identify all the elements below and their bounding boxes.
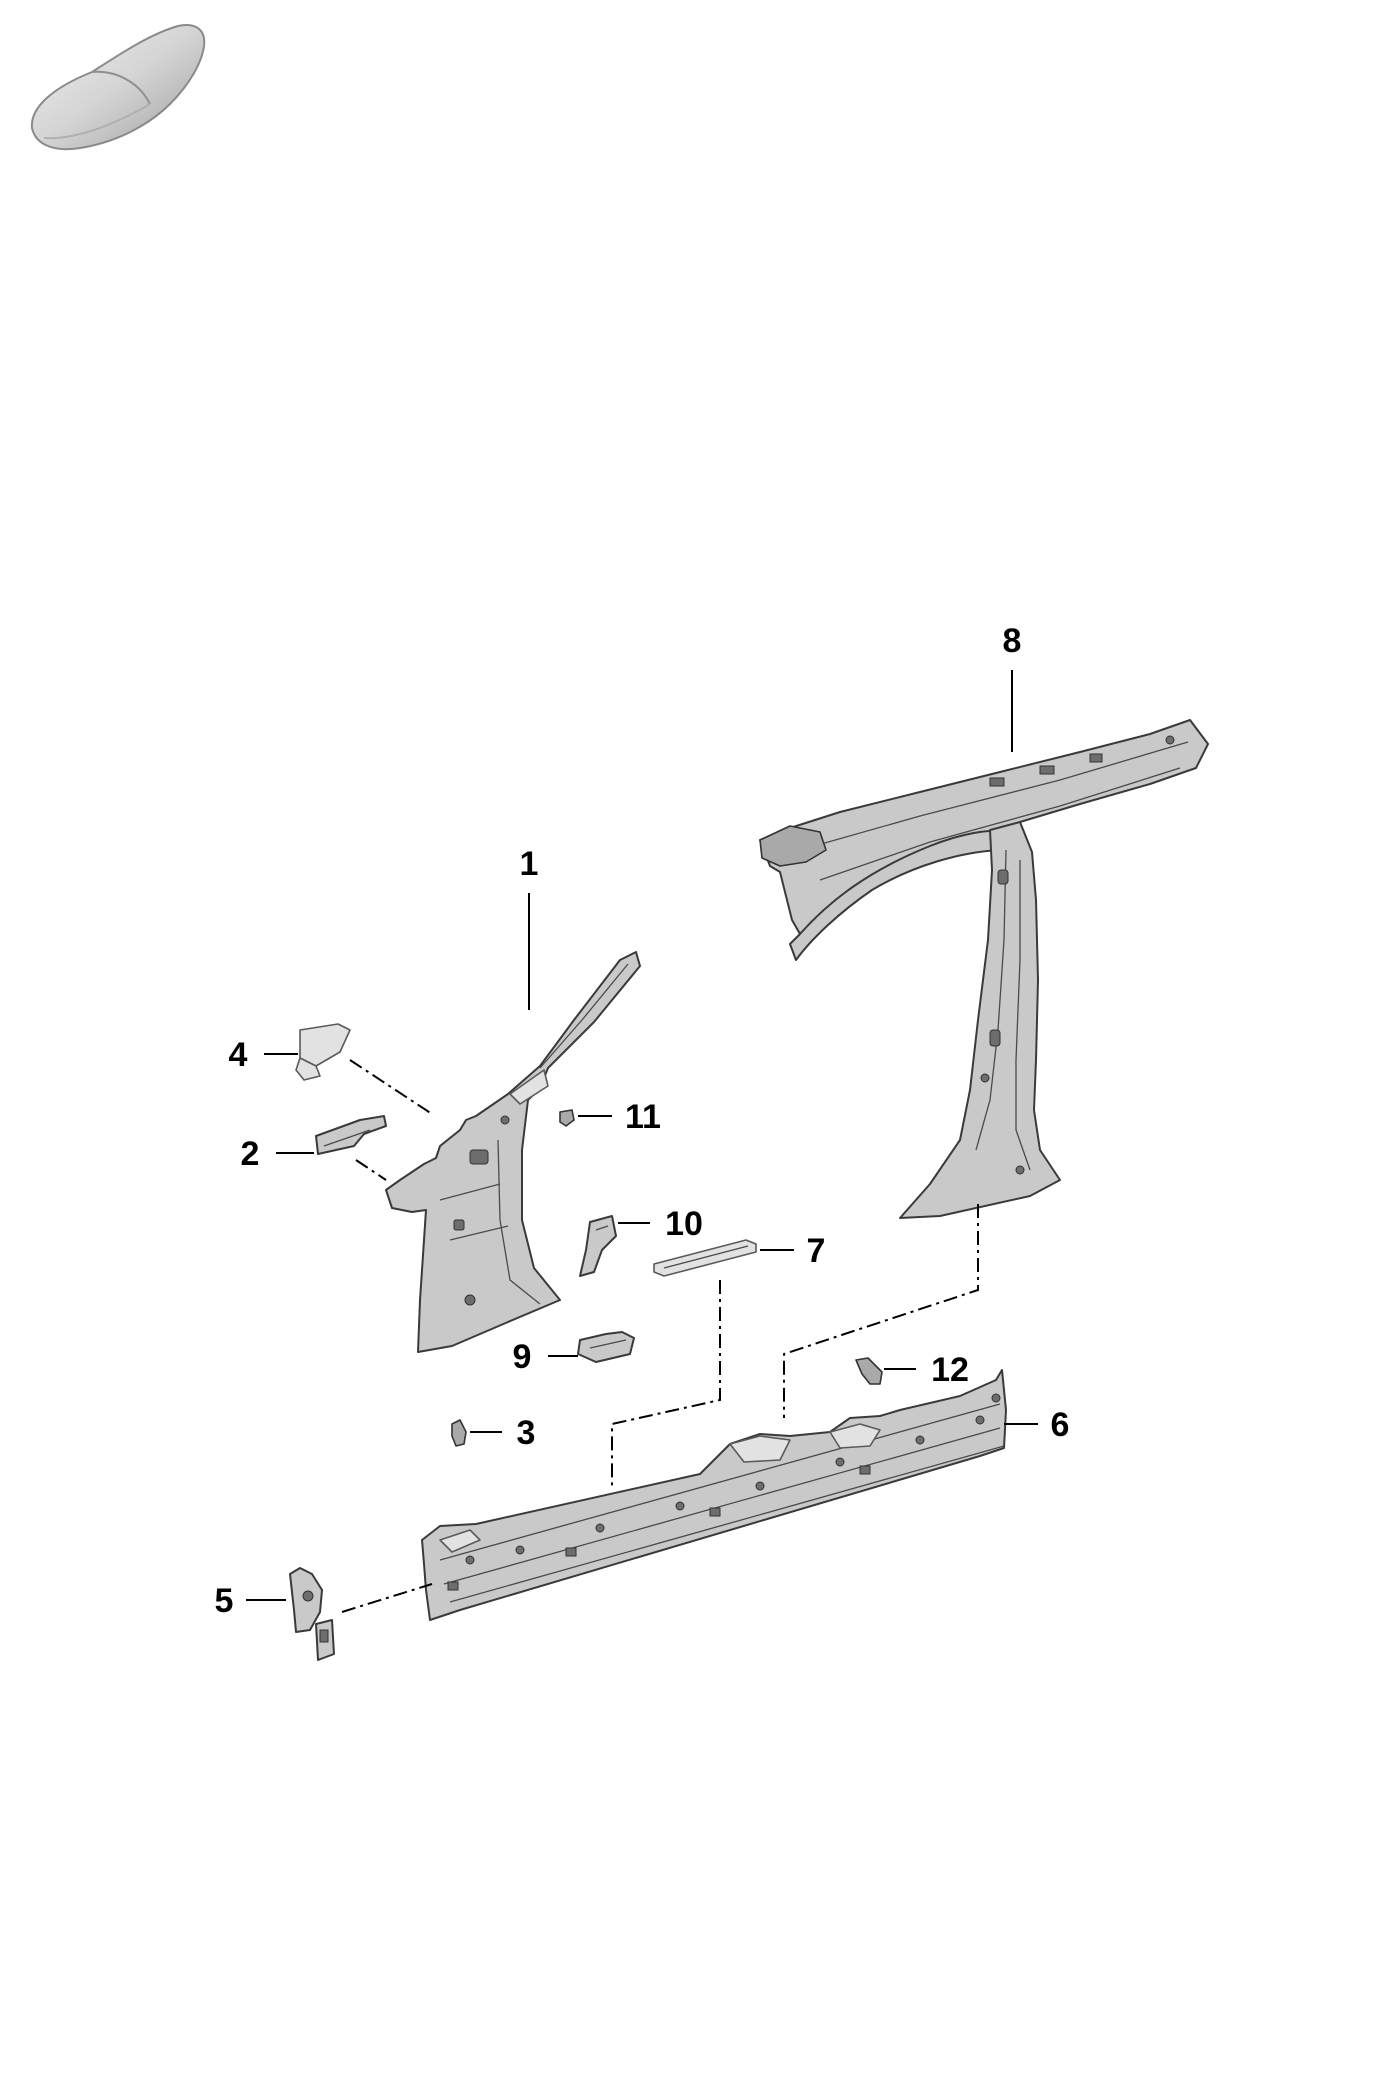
callout-11: 11 <box>625 1098 661 1136</box>
part-5-bracket <box>289 1567 335 1661</box>
part-10-bracket <box>579 1215 617 1277</box>
callout-6: 6 <box>1051 1406 1070 1444</box>
part-11-clip <box>559 1109 575 1127</box>
callout-1: 1 <box>520 845 539 883</box>
callout-4: 4 <box>229 1036 248 1074</box>
dash-7-to-6 <box>611 1280 721 1490</box>
callout-12: 12 <box>931 1351 969 1389</box>
part-3-clip <box>451 1419 467 1447</box>
part-7-strip <box>653 1239 757 1277</box>
part-12-clip <box>855 1357 883 1385</box>
callout-8: 8 <box>1003 622 1022 660</box>
dash-2 <box>355 1159 387 1181</box>
car-silhouette-icon <box>30 24 206 151</box>
callout-3: 3 <box>517 1414 536 1452</box>
part-6-side-sill <box>421 1369 1007 1621</box>
part-4-bracket <box>295 1023 351 1081</box>
callout-2: 2 <box>241 1135 260 1173</box>
part-9-bracket <box>577 1331 635 1363</box>
callout-9: 9 <box>513 1338 532 1376</box>
part-2-reinforcement <box>315 1115 387 1155</box>
callout-10: 10 <box>665 1205 703 1243</box>
callout-5: 5 <box>215 1582 234 1620</box>
dash-5 <box>341 1583 433 1613</box>
part-1-a-pillar <box>385 951 641 1353</box>
callout-7: 7 <box>807 1232 826 1270</box>
dash-4 <box>349 1059 433 1115</box>
part-8-roof-rail-b-pillar <box>759 719 1209 1219</box>
